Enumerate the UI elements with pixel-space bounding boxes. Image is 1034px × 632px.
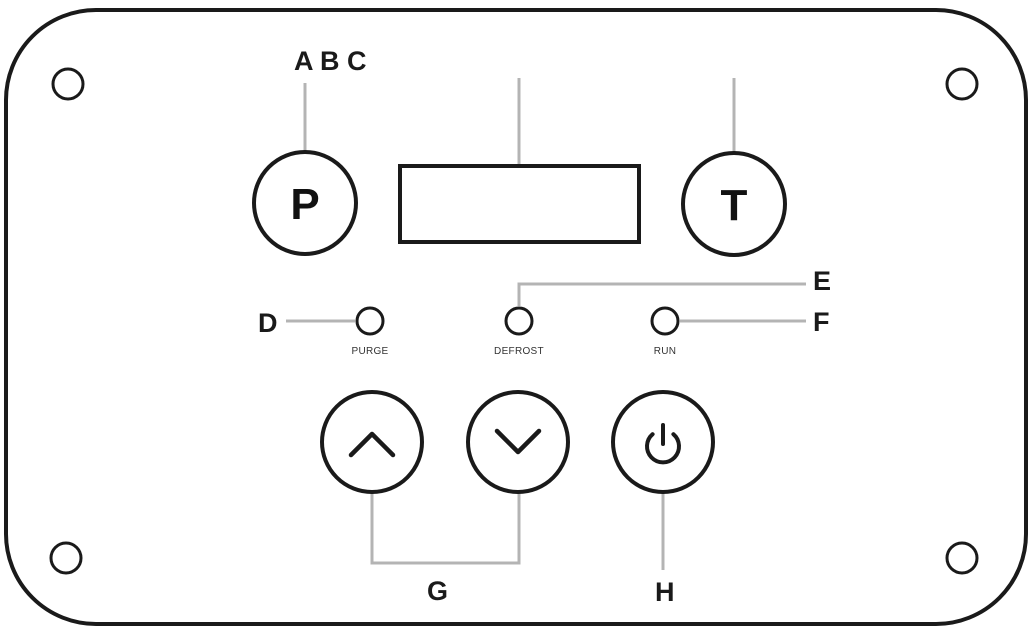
mounting-hole-top-left bbox=[51, 67, 85, 101]
callout-label-g: G bbox=[427, 576, 448, 606]
display-screen bbox=[398, 164, 641, 244]
program-button-letter: P bbox=[290, 180, 319, 229]
timer-button-letter: T bbox=[721, 181, 748, 230]
up-button-ring bbox=[320, 390, 424, 494]
callout-label-f: F bbox=[813, 307, 830, 337]
mounting-hole-bottom-left bbox=[49, 541, 83, 575]
run-indicator-label: RUN bbox=[654, 346, 677, 357]
program-button[interactable]: P bbox=[252, 150, 358, 256]
callout-label-h: H bbox=[655, 577, 675, 607]
timer-button-ring bbox=[681, 151, 787, 257]
down-button-ring bbox=[466, 390, 570, 494]
purge-indicator-label: PURGE bbox=[351, 346, 388, 357]
leader-line-g bbox=[370, 492, 521, 565]
callout-label-abc: A B C bbox=[294, 46, 367, 76]
mounting-hole-top-right bbox=[945, 67, 979, 101]
callout-label-e: E bbox=[813, 266, 831, 296]
chevron-up-icon bbox=[348, 431, 396, 458]
chevron-down-icon bbox=[494, 428, 542, 455]
power-button[interactable] bbox=[611, 390, 715, 494]
leader-line-e bbox=[517, 282, 806, 306]
up-button[interactable] bbox=[320, 390, 424, 494]
mounting-hole-bottom-right bbox=[945, 541, 979, 575]
defrost-indicator-label: DEFROST bbox=[494, 346, 544, 357]
run-indicator-led bbox=[650, 306, 680, 336]
callout-label-d: D bbox=[258, 308, 278, 338]
defrost-indicator-led bbox=[504, 306, 534, 336]
purge-indicator-led bbox=[355, 306, 385, 336]
down-button[interactable] bbox=[466, 390, 570, 494]
power-icon bbox=[645, 423, 681, 465]
timer-button[interactable]: T bbox=[681, 151, 787, 257]
program-button-ring bbox=[252, 150, 358, 256]
